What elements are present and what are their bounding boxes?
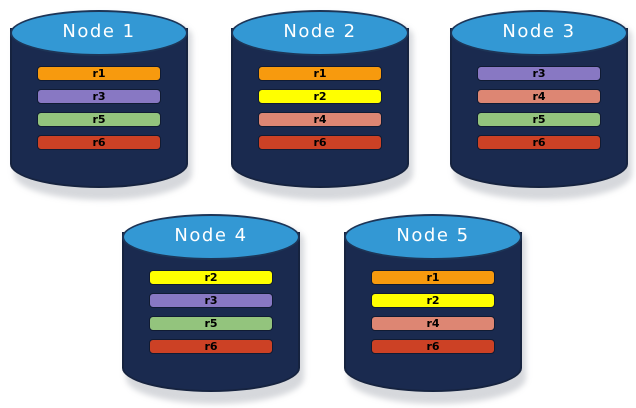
cylinder-top-ellipse [344, 214, 522, 260]
replica-bar-r6[interactable]: r6 [371, 339, 495, 354]
replica-bar-r5[interactable]: r5 [477, 112, 601, 127]
replica-bar-r1[interactable]: r1 [371, 270, 495, 285]
cylinder-top-ellipse [231, 10, 409, 56]
replica-bar-r6[interactable]: r6 [477, 135, 601, 150]
replica-stack: r1 r3 r5 r6 [10, 66, 188, 150]
database-node-5[interactable]: Node 5 r1 r2 r4 r6 [344, 212, 526, 404]
replica-bar-r6[interactable]: r6 [37, 135, 161, 150]
replica-bar-r3[interactable]: r3 [477, 66, 601, 81]
node-label: Node 4 [174, 225, 248, 246]
cylinder-top-ellipse [10, 10, 188, 56]
database-node-1[interactable]: Node 1 r1 r3 r5 r6 [10, 8, 192, 200]
replica-bar-r5[interactable]: r5 [149, 316, 273, 331]
cylinder-top-ellipse [122, 214, 300, 260]
database-node-2[interactable]: Node 2 r1 r2 r4 r6 [231, 8, 413, 200]
replica-stack: r2 r3 r5 r6 [122, 270, 300, 354]
replica-bar-r3[interactable]: r3 [149, 293, 273, 308]
replica-bar-r2[interactable]: r2 [258, 89, 382, 104]
replica-stack: r1 r2 r4 r6 [344, 270, 522, 354]
replica-bar-r1[interactable]: r1 [37, 66, 161, 81]
replica-bar-r6[interactable]: r6 [149, 339, 273, 354]
node-label: Node 2 [283, 21, 357, 42]
cylinder-top-ellipse [450, 10, 628, 56]
replica-bar-r4[interactable]: r4 [477, 89, 601, 104]
replica-bar-r4[interactable]: r4 [258, 112, 382, 127]
replica-stack: r3 r4 r5 r6 [450, 66, 628, 150]
replica-bar-r6[interactable]: r6 [258, 135, 382, 150]
node-label: Node 5 [396, 225, 470, 246]
replica-bar-r2[interactable]: r2 [149, 270, 273, 285]
replica-bar-r2[interactable]: r2 [371, 293, 495, 308]
replica-bar-r4[interactable]: r4 [371, 316, 495, 331]
replica-stack: r1 r2 r4 r6 [231, 66, 409, 150]
replica-bar-r1[interactable]: r1 [258, 66, 382, 81]
node-label: Node 1 [62, 21, 136, 42]
database-node-3[interactable]: Node 3 r3 r4 r5 r6 [450, 8, 632, 200]
database-node-4[interactable]: Node 4 r2 r3 r5 r6 [122, 212, 304, 404]
replica-bar-r3[interactable]: r3 [37, 89, 161, 104]
node-label: Node 3 [502, 21, 576, 42]
replica-bar-r5[interactable]: r5 [37, 112, 161, 127]
